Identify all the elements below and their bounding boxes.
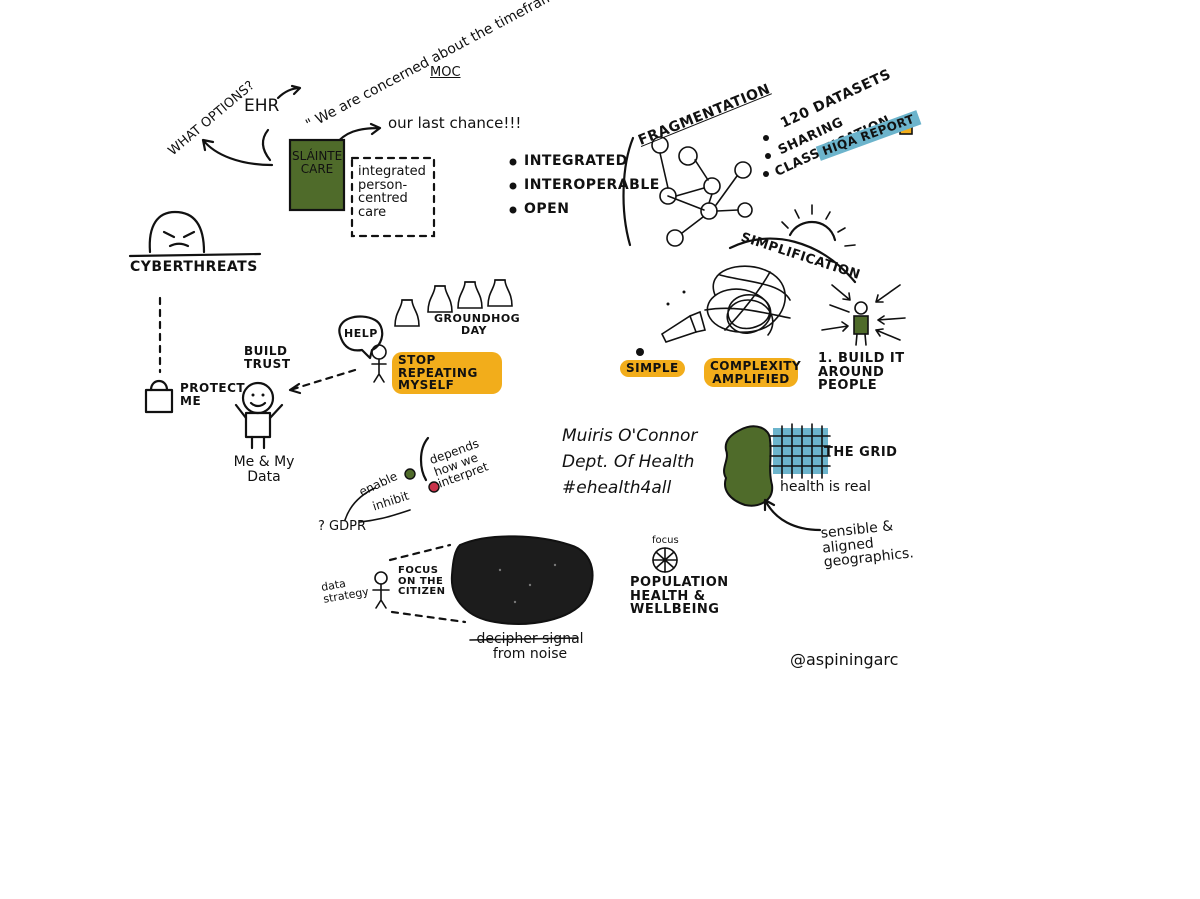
ghost-icon [128, 210, 262, 258]
star-2 [528, 583, 532, 587]
integrated-care-box [350, 156, 436, 238]
globe-icon [652, 547, 678, 573]
speaker-name: Muiris O'Connor [562, 426, 698, 446]
bullet-frag-1 [763, 135, 769, 141]
bullet-frag-3 [763, 171, 769, 177]
bullet-1 [509, 158, 517, 166]
bullet-frag-2 [765, 153, 771, 159]
cyberthreats-text: CYBERTHREATS [130, 259, 258, 275]
bullet-2 [509, 182, 517, 190]
dot-a [666, 302, 670, 306]
geo-arrow [763, 498, 822, 532]
grid-icon [769, 423, 831, 479]
the-grid-text: THE GRID [824, 445, 898, 460]
help-text: HELP [344, 327, 378, 340]
ehr-text: EHR [244, 96, 280, 116]
focus-line-bottom [390, 610, 467, 624]
decipher-underline [469, 637, 579, 641]
small-person-icon [371, 344, 387, 383]
people-figure-icon [821, 284, 906, 346]
inhibit-dot [428, 481, 440, 493]
slainte-care-box [288, 138, 346, 212]
stick-figure-icon [234, 381, 284, 450]
build-around-people-text: 1. BUILD IT AROUND PEOPLE [818, 351, 905, 394]
bullet-3 [509, 206, 517, 214]
principle-2: INTEROPERABLE [524, 177, 660, 193]
bracket-line [622, 136, 635, 247]
slainte-care-text: SLÁINTE CARE [292, 149, 343, 176]
citizen-figure-icon [372, 571, 390, 609]
gdpr-text: ? GDPR [318, 519, 366, 534]
focus-line-top [388, 543, 452, 562]
arrow-ehr-to-quote [276, 84, 302, 100]
simplification-arc [728, 237, 857, 284]
trust-arrow-line [288, 368, 357, 392]
build-trust-text: BUILD TRUST [244, 344, 291, 371]
megaphone-icon [660, 310, 706, 343]
help-bubble [338, 315, 384, 360]
bottle-icon [394, 279, 513, 327]
principle-3: OPEN [524, 201, 570, 217]
gdpr-bracket [419, 436, 430, 482]
scribble-icon [704, 265, 791, 336]
speaker-tag: #ehealth4all [562, 478, 672, 498]
star-3 [553, 563, 557, 567]
network-icon [651, 136, 753, 247]
groundhog-text: GROUNDHOG DAY [434, 312, 521, 337]
health-is-real-text: health is real [780, 479, 871, 495]
ireland-map-icon [723, 425, 774, 507]
complexity-badge: COMPLEXITY AMPLIFIED [704, 358, 801, 388]
focus-small-text: focus [652, 535, 679, 546]
simple-dot [636, 348, 644, 356]
decipher-text: decipher signal from noise [476, 631, 584, 662]
black-cloud-icon [450, 535, 594, 625]
gdpr-branch [344, 487, 411, 523]
credit-text: @aspiningarc [790, 650, 899, 669]
padlock-icon [144, 379, 174, 414]
dot-b [682, 290, 686, 294]
last-chance-text: our last chance!!! [388, 114, 522, 132]
sun-icon [781, 204, 856, 247]
focus-citizen-text: FOCUS ON THE CITIZEN [398, 565, 446, 597]
star-1 [498, 568, 502, 572]
population-text: POPULATION HEALTH & WELLBEING [630, 575, 729, 618]
arrow-slainte-to-options [261, 128, 272, 162]
stop-repeating-badge: STOP REPEATING MYSELF [392, 352, 502, 394]
integrated-care-text: integrated person-centred care [358, 164, 426, 220]
simple-badge: SIMPLE [620, 360, 685, 377]
principle-1: INTEGRATED [524, 153, 628, 169]
arrow-ehr-to-options [201, 138, 274, 167]
protect-me-text: PROTECT ME [180, 381, 246, 408]
trust-arrow-head [288, 382, 302, 395]
star-4 [513, 600, 517, 604]
enable-dot [404, 468, 416, 480]
speaker-dept: Dept. Of Health [562, 452, 695, 472]
me-my-data-text: Me & My Data [233, 454, 295, 485]
quote-attrib-text: MOC [430, 65, 461, 80]
